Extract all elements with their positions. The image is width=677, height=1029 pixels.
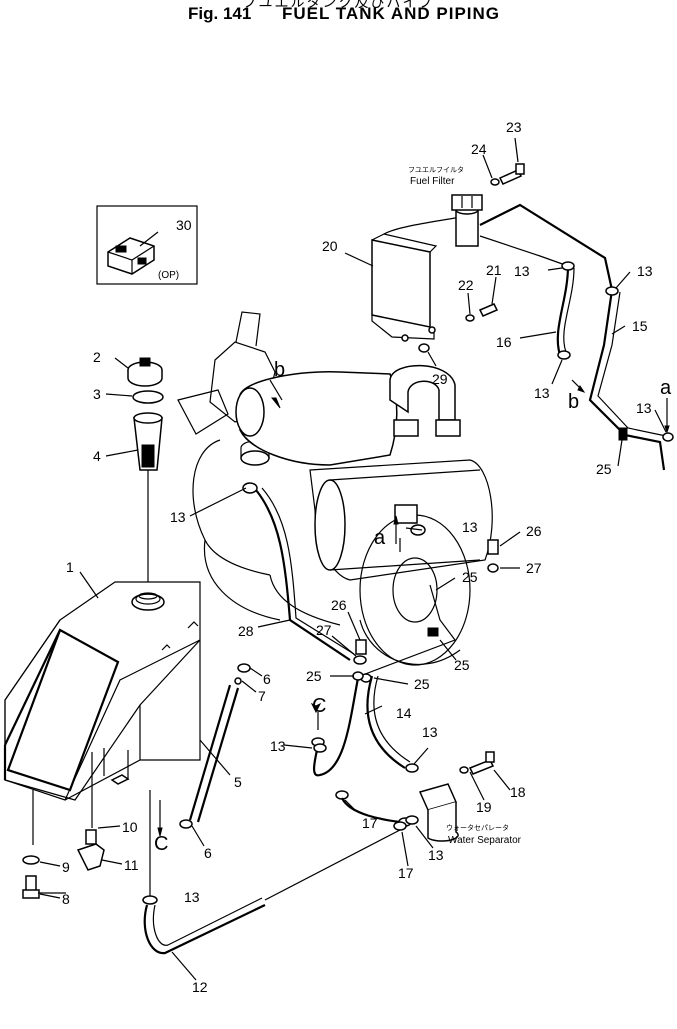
callout-13-pipe15-top: 13 xyxy=(637,263,653,279)
pipe-15 xyxy=(479,203,674,471)
tag-c-pipe: C xyxy=(312,695,326,717)
callout-14: 14 xyxy=(396,705,412,721)
callout-13-pipe14: 13 xyxy=(422,724,438,740)
header: フユエルタンク及びパイプ Fig. 141 FUEL TANK AND PIPI… xyxy=(0,0,677,30)
callout-13-engine: 13 xyxy=(170,509,186,525)
subtitle-jp: フユエルタンク及びパイプ xyxy=(242,0,435,11)
callout-6a: 6 xyxy=(263,671,271,687)
callout-13-separator: 13 xyxy=(428,847,444,863)
bracket-hardware xyxy=(418,303,499,367)
callout-13-hose16-top: 13 xyxy=(514,263,530,279)
callout-18: 18 xyxy=(510,784,526,800)
callout-23: 23 xyxy=(506,119,522,135)
pipe-14 xyxy=(359,584,456,769)
callout-2: 2 xyxy=(93,349,101,365)
callout-19: 19 xyxy=(476,799,492,815)
callout-13-pipe15-bottom: 13 xyxy=(636,400,652,416)
callout-25a: 25 xyxy=(596,461,612,477)
callout-21: 21 xyxy=(486,262,502,278)
connector-pin-icon xyxy=(115,245,127,253)
tag-b-hose: b xyxy=(568,391,579,413)
callout-24: 24 xyxy=(471,141,487,157)
callout-30: 30 xyxy=(176,217,192,233)
hose-5 xyxy=(179,663,263,847)
callout-15: 15 xyxy=(632,318,648,334)
hose-12 xyxy=(142,790,401,981)
callout-17a: 17 xyxy=(362,815,378,831)
callout-11: 11 xyxy=(124,857,139,873)
callout-7: 7 xyxy=(258,688,266,704)
fuel-filter-jp-label: フユエルフイルタ xyxy=(408,165,464,174)
callout-13-hose16-bottom: 13 xyxy=(534,385,550,401)
water-separator-label: Water Separator xyxy=(448,835,522,846)
callout-27b: 27 xyxy=(316,622,332,638)
fittings xyxy=(313,524,499,831)
fuel-cap xyxy=(114,357,163,387)
callout-5: 5 xyxy=(234,774,242,790)
page-title: FUEL TANK AND PIPING xyxy=(282,4,501,23)
tag-a-engine: a xyxy=(374,527,386,549)
callout-25c: 25 xyxy=(454,657,470,673)
leader-lines xyxy=(38,137,670,894)
callout-6b: 6 xyxy=(204,845,212,861)
callout-13-pipe17: 13 xyxy=(270,738,286,754)
callout-8: 8 xyxy=(62,891,70,907)
fuel-tank xyxy=(3,430,201,845)
strainer xyxy=(105,412,163,471)
callout-10: 10 xyxy=(122,819,138,835)
callout-13-a: 13 xyxy=(462,519,478,535)
callout-4: 4 xyxy=(93,448,101,464)
callout-25b: 25 xyxy=(462,569,478,585)
callout-22: 22 xyxy=(458,277,474,293)
water-separator xyxy=(405,751,495,842)
hose-16 xyxy=(479,235,575,360)
fuel-filter-bracket xyxy=(371,214,471,342)
callout-27a: 27 xyxy=(526,560,542,576)
engine xyxy=(177,311,493,666)
figure-number: Fig. 141 xyxy=(188,4,252,23)
tag-c-tank: C xyxy=(154,833,168,855)
callout-13-return: 13 xyxy=(184,889,200,905)
water-separator-jp-label: ウォータセパレータ xyxy=(446,823,509,832)
callout-25d: 25 xyxy=(414,676,430,692)
callout-28: 28 xyxy=(238,623,254,639)
callout-9: 9 xyxy=(62,859,70,875)
gasket xyxy=(105,390,164,404)
callout-26a: 26 xyxy=(526,523,542,539)
callout-26b: 26 xyxy=(331,597,347,613)
callouts: 1 2 3 4 5 6 6 7 8 9 10 11 12 13 13 13 13… xyxy=(62,119,653,995)
tag-a-pipe: a xyxy=(660,377,672,399)
callout-1: 1 xyxy=(66,559,74,575)
callout-16: 16 xyxy=(496,334,512,350)
callout-17b: 17 xyxy=(398,865,414,881)
callout-29: 29 xyxy=(432,371,448,387)
fuel-filter-label: Fuel Filter xyxy=(410,176,455,187)
option-label: (OP) xyxy=(158,270,179,281)
callout-25e: 25 xyxy=(306,668,322,684)
callout-20: 20 xyxy=(322,238,338,254)
pipe-28 xyxy=(242,482,355,661)
option-box: (OP) xyxy=(96,205,198,285)
callout-12: 12 xyxy=(192,979,208,995)
fuel-filter xyxy=(451,163,525,247)
tag-b-engine: b xyxy=(274,359,285,381)
drain-parts xyxy=(22,748,129,899)
callout-3: 3 xyxy=(93,386,101,402)
